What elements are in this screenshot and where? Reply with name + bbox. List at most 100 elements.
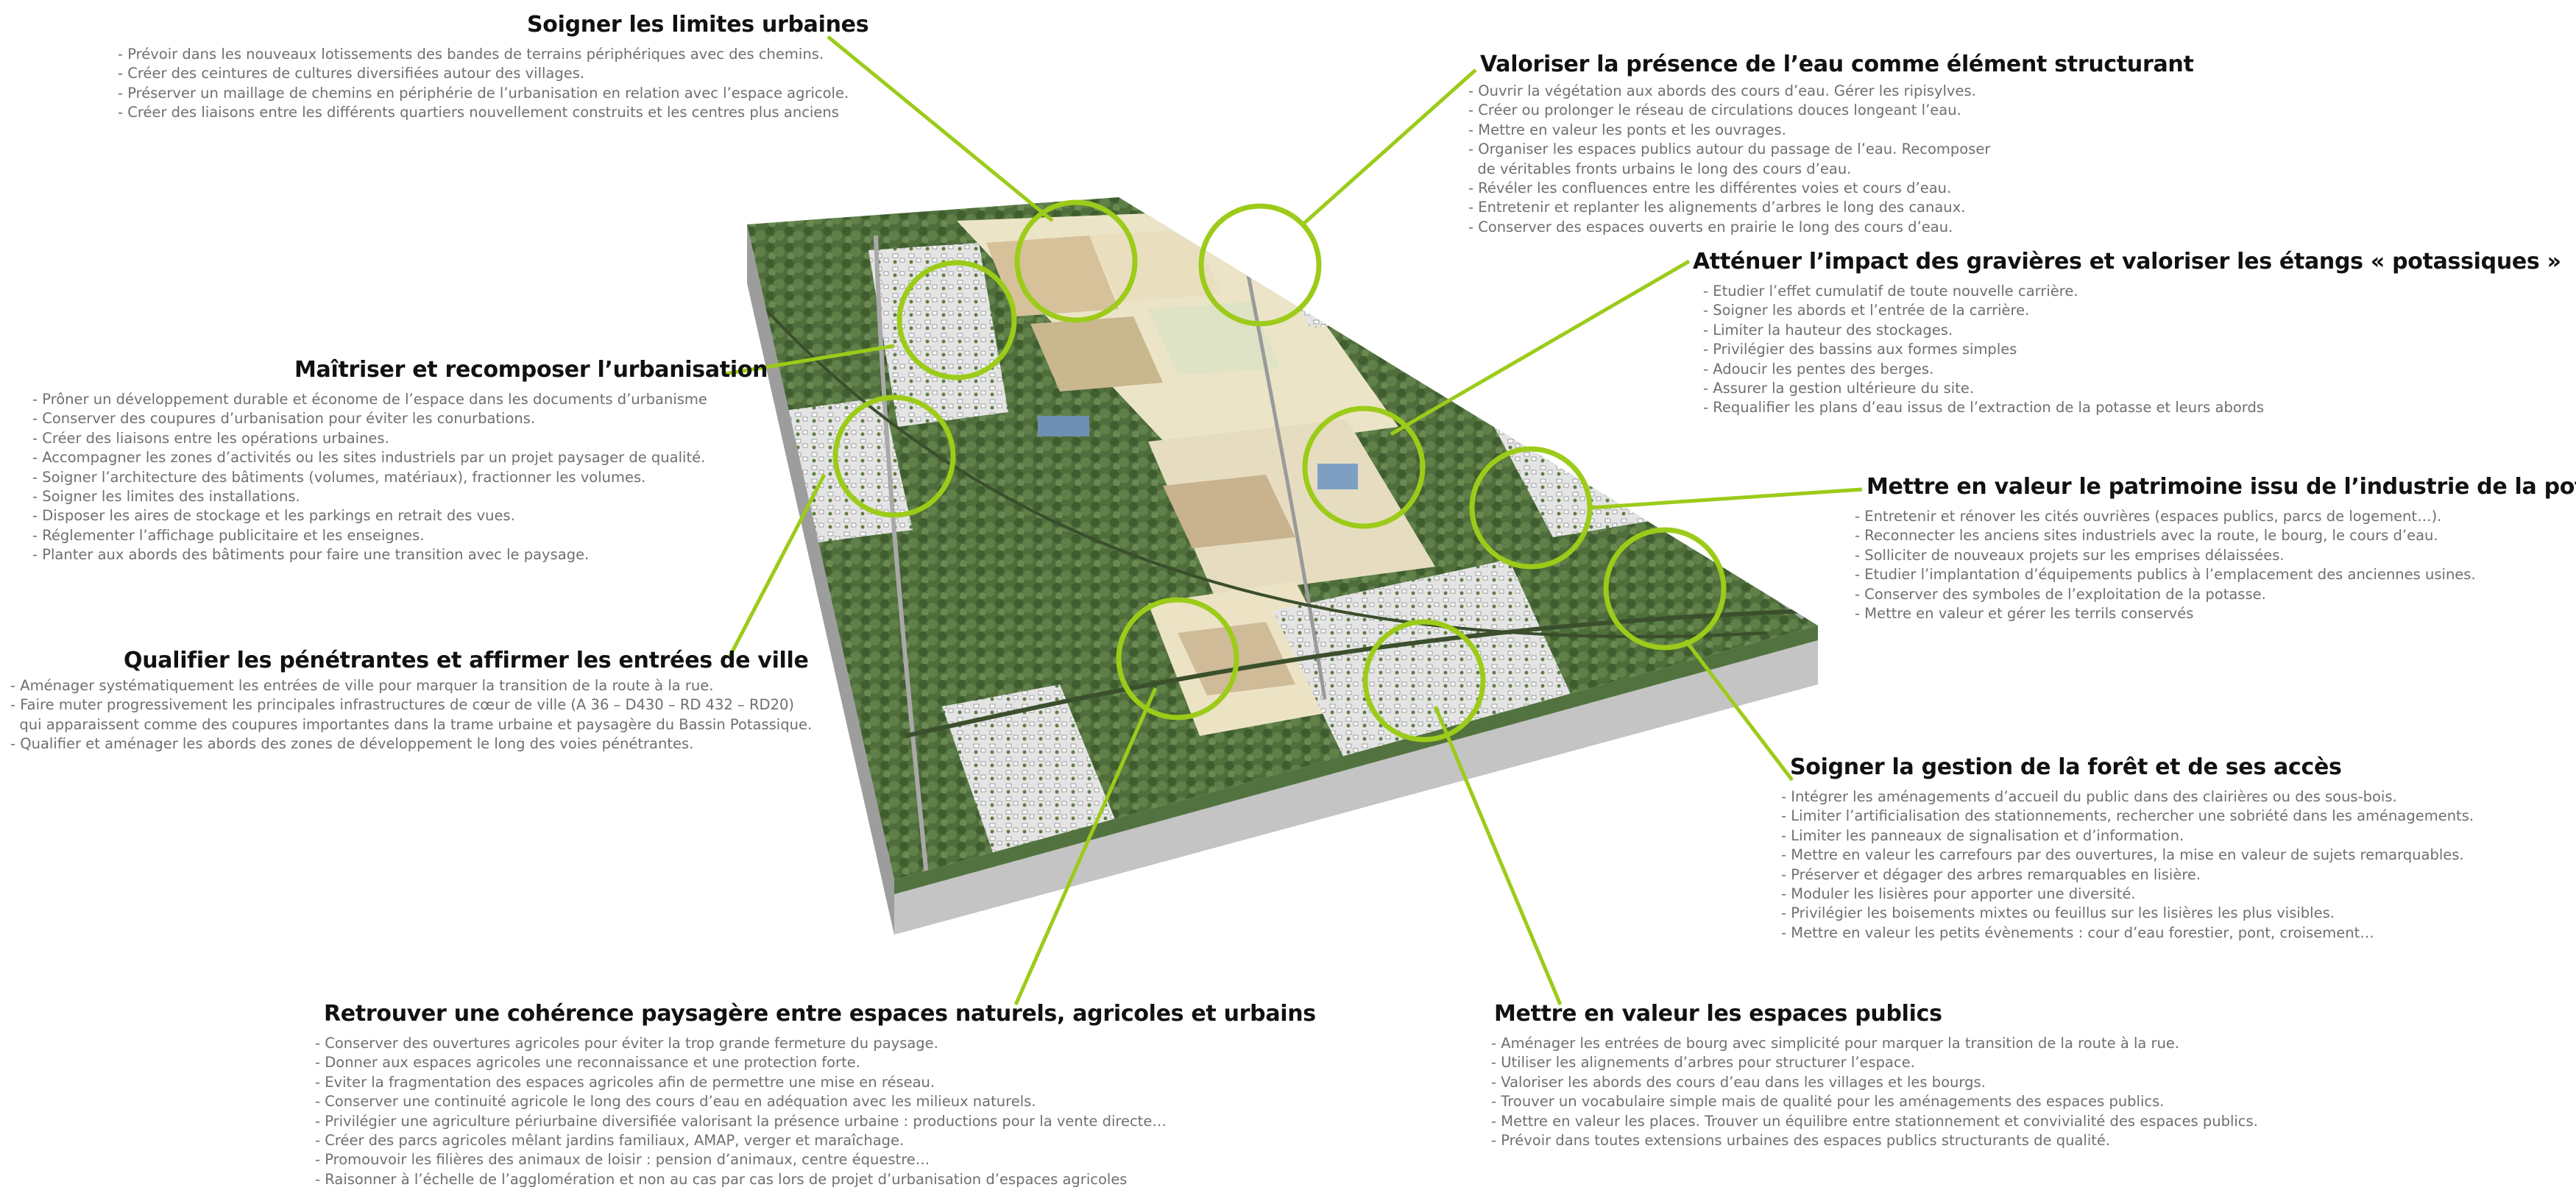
highlight-circles (832, 199, 1727, 743)
list-item: Préserver un maillage de chemins en péri… (118, 84, 868, 103)
list-item: Réglementer l’affichage publicitaire et … (32, 526, 768, 545)
section-entrees: Qualifier les pénétrantes et affirmer le… (10, 648, 812, 754)
section-title: Retrouver une cohérence paysagère entre … (324, 1001, 1316, 1027)
section-title: Maîtriser et recomposer l’urbanisation (294, 357, 768, 383)
list-item: Créer des liaisons entre les opérations … (32, 429, 768, 448)
list-item: Prôner un développement durable et écono… (32, 390, 768, 409)
list-item: Donner aux espaces agricoles une reconna… (315, 1053, 1316, 1072)
section-list: Intégrer les aménagements d’accueil du p… (1781, 787, 2474, 943)
section-publics: Mettre en valeur les espaces publics Amé… (1491, 1001, 2258, 1150)
list-item: de véritables fronts urbains le long des… (1477, 160, 1852, 177)
list-item: Qualifier et aménager les abords des zon… (10, 734, 812, 754)
section-list: Conserver des ouvertures agricoles pour … (315, 1034, 1316, 1189)
section-urbanisation: Maîtriser et recomposer l’urbanisation P… (32, 357, 768, 565)
list-item: Mettre en valeur les carrefours par des … (1781, 846, 2474, 865)
list-item: Aménager les entrées de bourg avec simpl… (1491, 1034, 2258, 1053)
list-item: Accompagner les zones d’activités ou les… (32, 448, 768, 467)
list-item: Mettre en valeur les ponts et les ouvrag… (1468, 121, 2194, 140)
list-item: Planter aux abords des bâtiments pour fa… (32, 545, 768, 564)
list-item: Prévoir dans les nouveaux lotissements d… (118, 45, 868, 64)
circle-eau (1198, 203, 1322, 327)
circle-coherence (1116, 597, 1239, 720)
list-item: Soigner les limites des installations. (32, 487, 768, 506)
list-item: Solliciter de nouveaux projets sur les e… (1855, 546, 2576, 565)
section-list: Etudier l’effet cumulatif de toute nouve… (1703, 282, 2561, 418)
list-item: Assurer la gestion ultérieure du site. (1703, 379, 2561, 398)
list-item: Etudier l’implantation d’équipements pub… (1855, 565, 2576, 584)
circle-foret (1603, 527, 1727, 651)
section-gravieres: Atténuer l’impact des gravières et valor… (1693, 249, 2561, 418)
list-item: Conserver des espaces ouverts en prairie… (1468, 218, 2194, 237)
circle-limites (896, 260, 1017, 380)
list-item: Ouvrir la végétation aux abords des cour… (1468, 82, 2194, 101)
circle-urbanisation (832, 394, 956, 518)
block-left-side (747, 224, 894, 935)
list-item: Soigner l’architecture des bâtiments (vo… (32, 468, 768, 487)
list-item: Révéler les confluences entre les différ… (1468, 179, 2194, 198)
list-item: Conserver des coupures d’urbanisation po… (32, 409, 768, 428)
list-item: Créer des parcs agricoles mêlant jardins… (315, 1131, 1316, 1150)
list-item: Conserver une continuité agricole le lon… (315, 1092, 1316, 1111)
list-item: Eviter la fragmentation des espaces agri… (315, 1073, 1316, 1092)
list-item: Préserver et dégager des arbres remarqua… (1781, 865, 2474, 885)
list-item: Prévoir dans toutes extensions urbaines … (1491, 1131, 2258, 1150)
list-item: Privilégier des bassins aux formes simpl… (1703, 340, 2561, 359)
list-item: Trouver un vocabulaire simple mais de qu… (1491, 1092, 2258, 1111)
section-limites: Soigner les limites urbaines Prévoir dan… (118, 12, 868, 123)
circle-villages (1014, 199, 1138, 323)
section-title: Soigner les limites urbaines (527, 12, 869, 38)
list-item: Créer des ceintures de cultures diversif… (118, 64, 868, 83)
section-list: Entretenir et rénover les cités ouvrière… (1855, 507, 2576, 623)
list-item: Créer des liaisons entre les différents … (118, 103, 868, 122)
section-foret: Soigner la gestion de la forêt et de ses… (1781, 754, 2474, 943)
list-item: Disposer les aires de stockage et les pa… (32, 506, 768, 525)
list-item: Promouvoir les filières des animaux de l… (315, 1150, 1316, 1169)
list-item: Adoucir les pentes des berges. (1703, 360, 2561, 379)
list-item: Faire muter progressivement les principa… (10, 695, 812, 715)
list-item: Créer ou prolonger le réseau de circulat… (1468, 101, 2194, 120)
list-item: Etudier l’effet cumulatif de toute nouve… (1703, 282, 2561, 301)
list-item: qui apparaissent comme des coupures impo… (19, 715, 813, 733)
leader-lines (724, 35, 1863, 1006)
section-title: Qualifier les pénétrantes et affirmer le… (124, 648, 809, 673)
section-potasse: Mettre en valeur le patrimoine issu de l… (1855, 474, 2576, 623)
section-list: Prévoir dans les nouveaux lotissements d… (118, 45, 868, 123)
section-title: Mettre en valeur le patrimoine issu de l… (1866, 474, 2576, 500)
list-item: Limiter la hauteur des stockages. (1703, 321, 2561, 340)
list-item: Utiliser les alignements d’arbres pour s… (1491, 1053, 2258, 1072)
section-title: Atténuer l’impact des gravières et valor… (1693, 249, 2561, 275)
section-list: Ouvrir la végétation aux abords des cour… (1468, 82, 2194, 237)
list-item: Moduler les lisières pour apporter une d… (1781, 885, 2474, 904)
list-item: Aménager systématiquement les entrées de… (10, 676, 812, 695)
list-item: Reconnecter les anciens sites industriel… (1855, 526, 2576, 545)
section-coherence: Retrouver une cohérence paysagère entre … (315, 1001, 1316, 1189)
list-item: Entretenir et rénover les cités ouvrière… (1855, 507, 2576, 526)
list-item: Conserver des symboles de l’exploitation… (1855, 585, 2576, 604)
list-item: Soigner les abords et l’entrée de la car… (1703, 301, 2561, 320)
section-title: Mettre en valeur les espaces publics (1494, 1001, 1942, 1027)
circle-potasse (1469, 446, 1593, 570)
list-item: Organiser les espaces publics autour du … (1468, 140, 2194, 159)
section-list: Aménager les entrées de bourg avec simpl… (1491, 1034, 2258, 1150)
list-item: Mettre en valeur et gérer les terrils co… (1855, 604, 2576, 623)
section-title: Soigner la gestion de la forêt et de ses… (1790, 754, 2342, 780)
list-item: Limiter les panneaux de signalisation et… (1781, 826, 2474, 846)
list-item: Intégrer les aménagements d’accueil du p… (1781, 787, 2474, 807)
list-item: Mettre en valeur les places. Trouver un … (1491, 1112, 2258, 1131)
circle-gravieres (1302, 406, 1426, 529)
list-item: Limiter l’artificialisation des stationn… (1781, 807, 2474, 826)
list-item: Raisonner à l’échelle de l’agglomération… (315, 1170, 1316, 1189)
list-item: Mettre en valeur les petits évènements :… (1781, 924, 2474, 943)
list-item: Privilégier une agriculture périurbaine … (315, 1112, 1316, 1131)
list-item: Conserver des ouvertures agricoles pour … (315, 1034, 1316, 1053)
list-item: Requalifier les plans d’eau issus de l’e… (1703, 398, 2561, 417)
section-title: Valoriser la présence de l’eau comme élé… (1480, 52, 2194, 77)
section-list: Aménager systématiquement les entrées de… (10, 676, 812, 754)
section-eau: Valoriser la présence de l’eau comme élé… (1468, 52, 2194, 237)
circle-publics (1362, 619, 1486, 743)
list-item: Valoriser les abords des cours d’eau dan… (1491, 1073, 2258, 1092)
list-item: Privilégier les boisements mixtes ou feu… (1781, 904, 2474, 923)
section-list: Prôner un développement durable et écono… (32, 390, 768, 565)
list-item: Entretenir et replanter les alignements … (1468, 198, 2194, 217)
